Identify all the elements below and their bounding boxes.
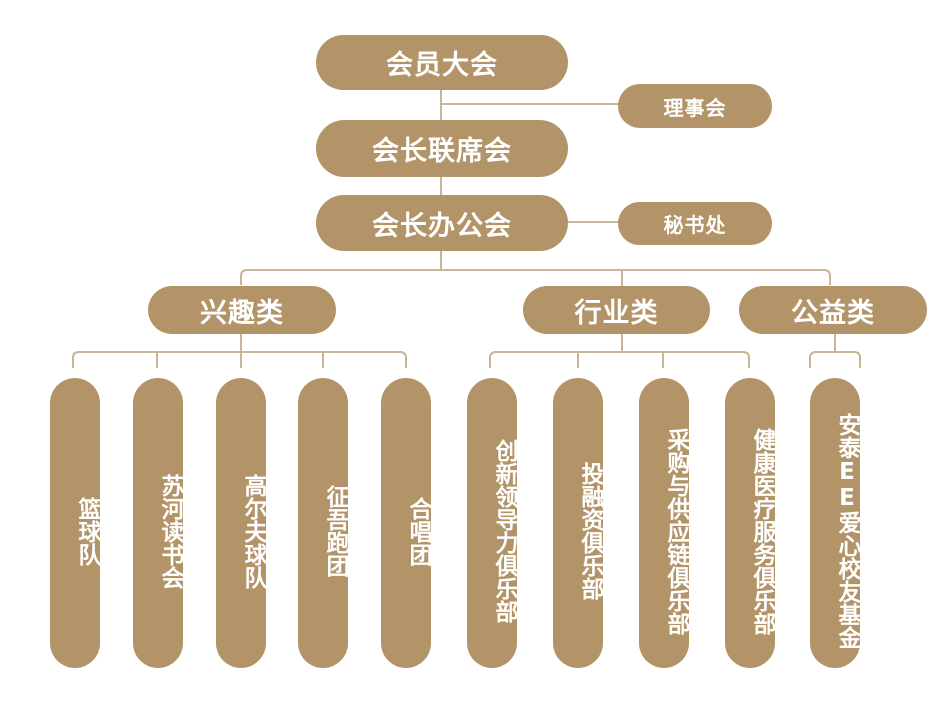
interest-bracket	[72, 351, 407, 368]
presidents-meeting-label: 会长联席会	[372, 136, 512, 167]
category-charity-label: 公益类	[791, 297, 875, 329]
club-suhe-reading: 苏河读书会	[133, 378, 183, 668]
secretariat-label: 秘书处	[663, 213, 727, 237]
category-industry: 行业类	[523, 286, 710, 334]
council-label: 理事会	[663, 95, 727, 120]
category-interest-label: 兴趣类	[200, 297, 284, 329]
club-label: 篮球队	[74, 496, 100, 566]
council-node: 理事会	[618, 84, 772, 128]
club-investment-finance: 投融资俱乐部	[553, 378, 603, 668]
club-label: 采购与供应链俱乐部	[663, 427, 689, 635]
club-label: 苏河读书会	[157, 473, 183, 589]
industry-bracket	[489, 351, 750, 368]
club-label: 投融资俱乐部	[577, 462, 603, 600]
club-label: 创新领导力俱乐部	[491, 439, 517, 623]
presidents-office-node: 会长办公会	[316, 195, 568, 251]
secretariat-node: 秘书处	[618, 202, 772, 245]
presidents-office-label: 会长办公会	[372, 210, 512, 242]
club-charity-fund: 安泰EE爱心校友基金	[810, 378, 860, 668]
club-label: 高尔夫球队	[240, 473, 266, 589]
club-basketball: 篮球队	[50, 378, 100, 668]
club-label: 安泰EE爱心校友基金	[834, 413, 860, 649]
club-running: 征吾跑团	[298, 378, 348, 668]
club-label: 征吾跑团	[322, 485, 348, 577]
club-procurement-supply-chain: 采购与供应链俱乐部	[639, 378, 689, 668]
category-bracket	[240, 269, 831, 285]
club-label: 合唱团	[405, 496, 431, 566]
club-innovation-leadership: 创新领导力俱乐部	[467, 378, 517, 668]
club-healthcare-services: 健康医疗服务俱乐部	[725, 378, 775, 668]
club-label: 健康医疗服务俱乐部	[749, 427, 775, 635]
presidents-meeting-node: 会长联席会	[316, 120, 568, 177]
general-assembly-label: 会员大会	[386, 50, 498, 81]
category-interest: 兴趣类	[148, 286, 336, 334]
club-choir: 合唱团	[381, 378, 431, 668]
category-industry-label: 行业类	[574, 297, 659, 329]
category-charity: 公益类	[739, 286, 927, 334]
general-assembly-node: 会员大会	[316, 35, 568, 90]
charity-bracket	[809, 351, 861, 368]
club-golf: 高尔夫球队	[216, 378, 266, 668]
